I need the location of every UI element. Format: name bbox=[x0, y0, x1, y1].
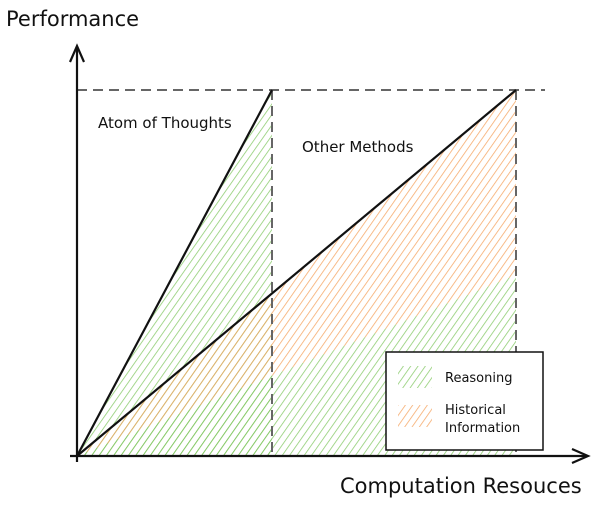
atom-label: Atom of Thoughts bbox=[98, 114, 232, 132]
other-methods-line bbox=[76, 89, 517, 457]
legend-label-history-line1: Historical bbox=[445, 403, 506, 418]
atom-line bbox=[76, 89, 273, 457]
legend-swatch-reasoning bbox=[398, 366, 432, 388]
legend-label-history-line2: Information bbox=[445, 421, 520, 436]
y-axis-title: Performance bbox=[6, 7, 139, 31]
x-axis-arrow-icon bbox=[571, 447, 591, 465]
y-axis-arrow-icon bbox=[68, 43, 86, 63]
legend: Reasoning Historical Information bbox=[385, 351, 544, 451]
x-axis-title: Computation Resouces bbox=[340, 474, 582, 498]
legend-label-reasoning: Reasoning bbox=[445, 371, 512, 386]
legend-swatch-history bbox=[398, 405, 432, 427]
other-methods-label: Other Methods bbox=[302, 138, 414, 156]
